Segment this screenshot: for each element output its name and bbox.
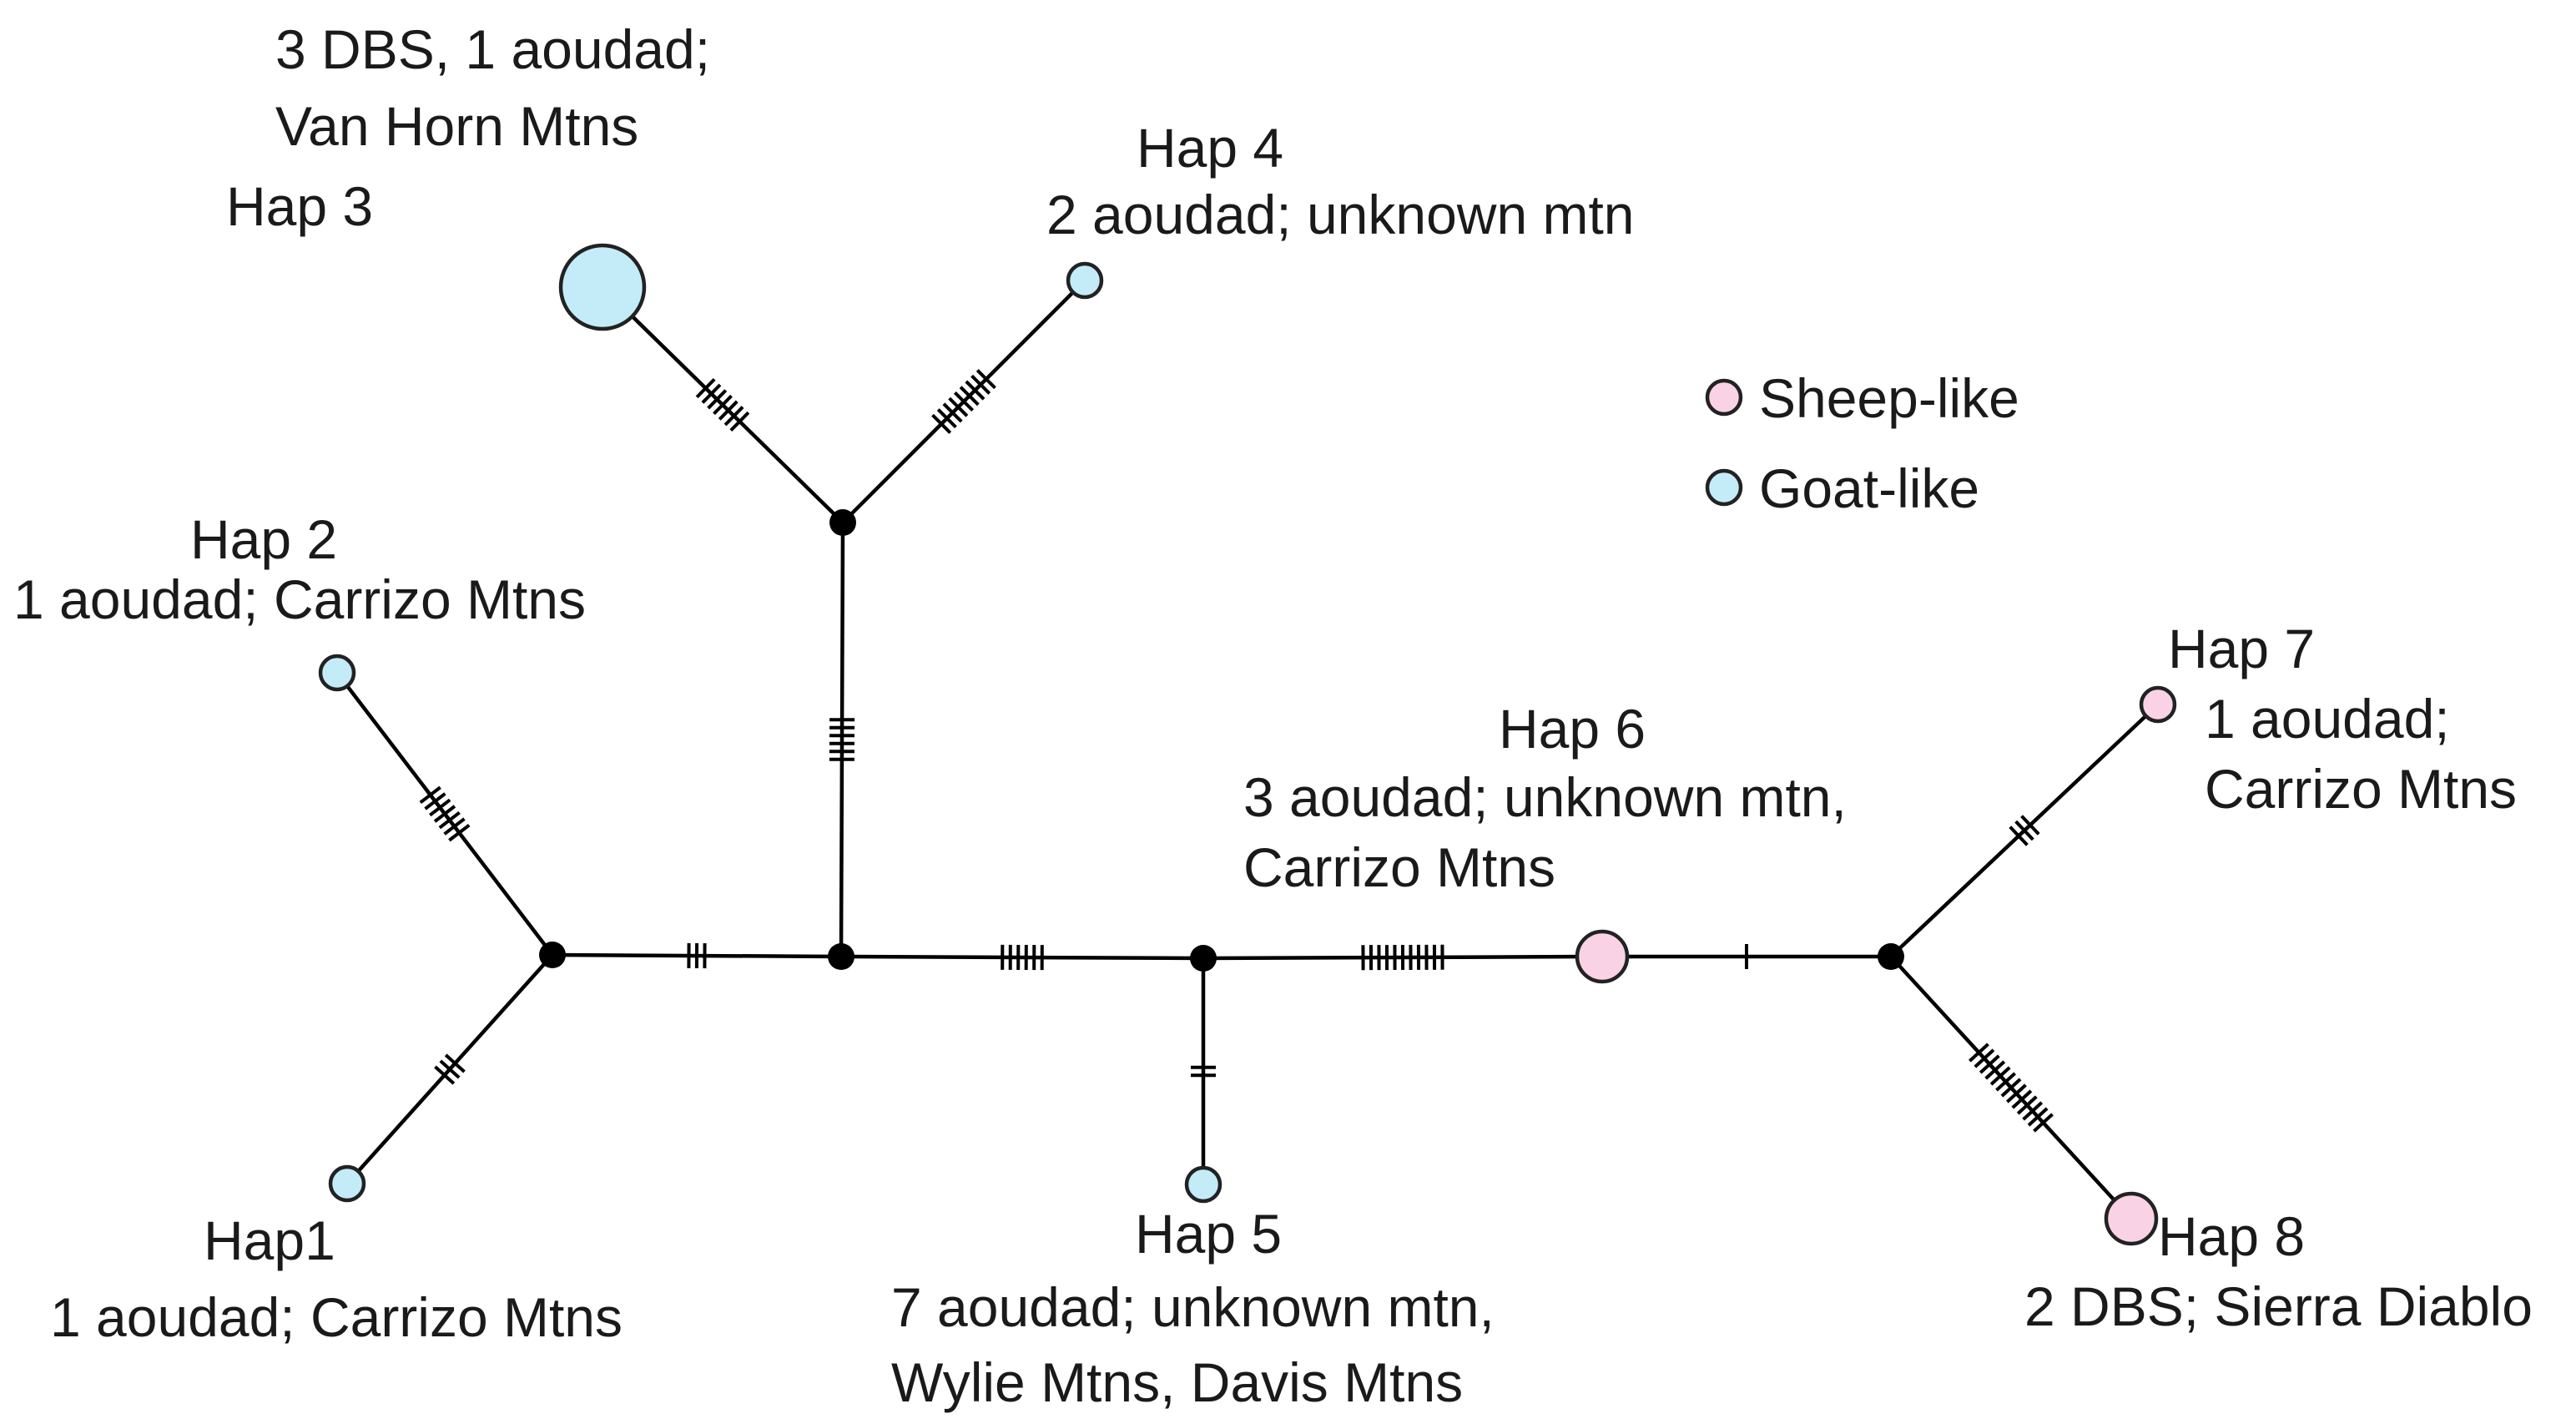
mutation-tick [419,785,441,805]
haplotype-node-hap4 [1066,261,1104,300]
hap4-label: Hap 4 2 aoudad; unknown mtn [1046,117,1635,245]
mutation-tick [713,394,733,416]
mutation-ticks [419,369,2054,1133]
median-vector-mv4 [1190,945,1217,972]
mutation-tick [1974,1048,1995,1068]
mutation-tick [2014,820,2034,841]
mutation-tick [931,413,952,434]
median-vector-mv5 [1878,943,1904,970]
hap6-samples-line2: Carrizo Mtns [1243,836,1555,898]
haplotype-node-hap2 [318,654,356,692]
haplotype-node-hap6 [1575,929,1630,984]
mutation-tick [2033,1113,2054,1133]
hap8-label: Hap 8 2 DBS; Sierra Diablo [2024,1205,2533,1337]
mutation-tick [2011,1089,2033,1109]
mutation-tick [439,1059,461,1079]
legend: Sheep-like Goat-like [1705,367,2019,519]
legend-label-goat-like: Goat-like [1759,457,1979,519]
mutation-tick [1969,1043,1989,1063]
hap7-samples-line1: 1 aoudad; [2205,688,2450,750]
mutation-tick [424,792,446,810]
mutation-tick [965,380,986,401]
hap2-samples: 1 aoudad; Carrizo Mtns [13,568,586,630]
hap7-name: Hap 7 [2168,618,2315,679]
mutation-tick [438,810,461,830]
hap8-name: Hap 8 [2158,1205,2305,1267]
haplotype-node-hap1 [328,1164,366,1203]
mutation-tick [959,386,980,406]
haplotype-node-hap8 [2104,1191,2159,1246]
mutation-tick [1984,1060,2006,1080]
mutation-tick [433,805,456,823]
median-vector-mv2 [829,509,856,536]
mutation-tick [942,402,963,423]
hap6-label: Hap 6 3 aoudad; unknown mtn, Carrizo Mtn… [1243,698,1847,898]
mutation-tick [448,823,471,842]
median-vector-mv3 [828,943,854,970]
mutation-tick [2027,1107,2049,1127]
mutation-tick [707,389,728,410]
hap6-samples-line1: 3 aoudad; unknown mtn, [1243,766,1847,828]
hap4-name: Hap 4 [1137,117,1283,179]
mutation-tick [723,406,744,427]
legend-item-goat-like: Goat-like [1705,457,1979,519]
hap5-label: Hap 5 7 aoudad; unknown mtn, Wylie Mtns,… [891,1203,1495,1413]
hap3-samples-line2: Van Horn Mtns [275,95,638,157]
mutation-tick [1979,1054,2000,1074]
sheep-like-swatch [1705,378,1743,417]
mutation-tick [729,411,750,432]
mutation-tick [2006,1083,2027,1103]
hap7-label: Hap 7 1 aoudad; Carrizo Mtns [2168,618,2517,820]
mutation-tick [953,391,975,412]
hap2-name: Hap 2 [190,508,337,570]
edge-mv3-mv4 [840,954,1204,961]
hap5-name: Hap 5 [1135,1203,1282,1265]
mutation-tick [434,1065,456,1085]
hap8-samples: 2 DBS; Sierra Diablo [2024,1275,2533,1337]
edge-mv2-mv3 [839,522,845,957]
hap5-samples-line2: Wylie Mtns, Davis Mtns [891,1351,1463,1413]
mutation-tick [975,369,996,390]
haplotype-node-hap5 [1184,1165,1222,1204]
mutation-tick [1989,1066,2011,1086]
median-vector-mv1 [539,942,566,968]
mutation-tick [443,817,466,836]
mutation-tick [1995,1072,2016,1092]
mutation-tick [2000,1078,2022,1098]
mutation-tick [2009,826,2029,846]
haplotype-node-hap7 [2139,685,2177,724]
mutation-tick [936,408,957,429]
network-nodes [318,243,2177,1246]
goat-like-swatch [1705,468,1743,507]
mutation-tick [444,1053,466,1073]
hap1-label: Hap1 1 aoudad; Carrizo Mtns [50,1209,623,1348]
mutation-tick [695,377,716,399]
hap3-name: Hap 3 [226,175,373,237]
hap7-samples-line2: Carrizo Mtns [2205,758,2517,820]
hap5-samples-line1: 7 aoudad; unknown mtn, [891,1276,1495,1338]
haplotype-node-hap3 [558,243,647,331]
mutation-tick [718,400,739,421]
hap4-samples: 2 aoudad; unknown mtn [1046,184,1635,245]
hap1-samples: 1 aoudad; Carrizo Mtns [50,1286,623,1348]
mutation-tick [2016,1095,2038,1115]
legend-label-sheep-like: Sheep-like [1759,367,2019,429]
hap3-samples-line1: 3 DBS, 1 aoudad; [275,18,710,80]
hap6-name: Hap 6 [1499,698,1646,760]
mutation-tick [970,374,991,395]
mutation-tick [2020,815,2040,836]
hap2-label: Hap 2 1 aoudad; Carrizo Mtns [13,508,586,630]
hap3-label: 3 DBS, 1 aoudad; Van Horn Mtns Hap 3 [226,18,710,237]
hap1-name: Hap1 [204,1209,335,1271]
legend-item-sheep-like: Sheep-like [1705,367,2019,429]
mutation-tick [701,383,722,404]
mutation-tick [2022,1101,2044,1121]
mutation-tick [429,798,451,817]
mutation-tick [948,396,969,417]
